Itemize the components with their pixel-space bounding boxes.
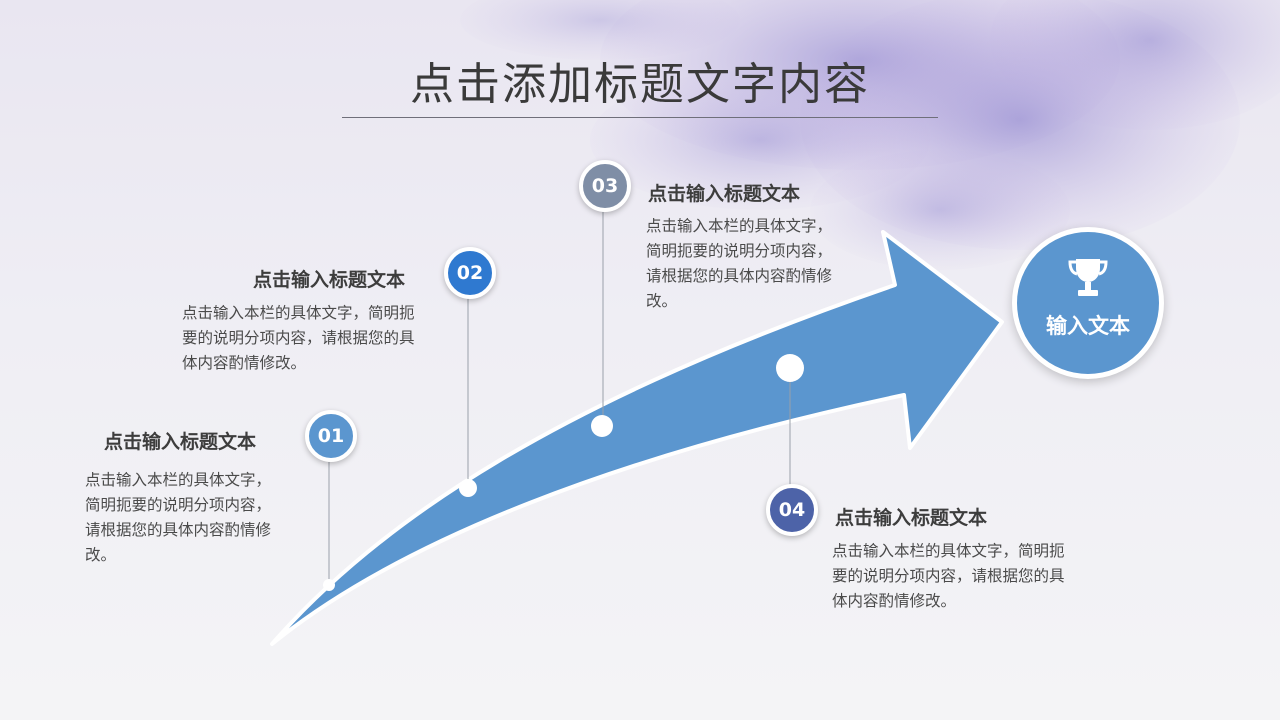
arrow-dot-04: [776, 354, 804, 382]
goal-label[interactable]: 输入文本: [1046, 314, 1130, 338]
step-01-badge: 01: [305, 410, 357, 462]
step-02-text[interactable]: 点击输入本栏的具体文字，简明扼要的说明分项内容，请根据您的具体内容酌情修改。: [182, 304, 415, 372]
arrow-dot-01: [323, 579, 335, 591]
trophy-icon: [1068, 259, 1108, 296]
floral-background: [460, 0, 1280, 270]
step-04-badge: 04: [766, 484, 818, 536]
step-01-text[interactable]: 点击输入本栏的具体文字，简明扼要的说明分项内容，请根据您的具体内容酌情修改。: [85, 471, 272, 564]
step-03-badge: 03: [579, 160, 631, 212]
goal-circle[interactable]: 输入文本: [1012, 227, 1164, 379]
step-02-title[interactable]: 点击输入标题文本: [253, 269, 406, 291]
arrow-dot-02: [459, 479, 477, 497]
step-04-text[interactable]: 点击输入本栏的具体文字，简明扼要的说明分项内容，请根据您的具体内容酌情修改。: [832, 542, 1065, 610]
title-underline: [342, 117, 938, 118]
step-04-title[interactable]: 点击输入标题文本: [835, 507, 988, 529]
step-01-title[interactable]: 点击输入标题文本: [104, 431, 257, 453]
step-03-text[interactable]: 点击输入本栏的具体文字，简明扼要的说明分项内容，请根据您的具体内容酌情修改。: [646, 217, 833, 310]
step-02-badge: 02: [444, 247, 496, 299]
growth-arrow: [270, 230, 1004, 646]
slide-title[interactable]: 点击添加标题文字内容: [410, 59, 870, 110]
step-03-title[interactable]: 点击输入标题文本: [648, 183, 801, 205]
arrow-dot-03: [591, 415, 613, 437]
